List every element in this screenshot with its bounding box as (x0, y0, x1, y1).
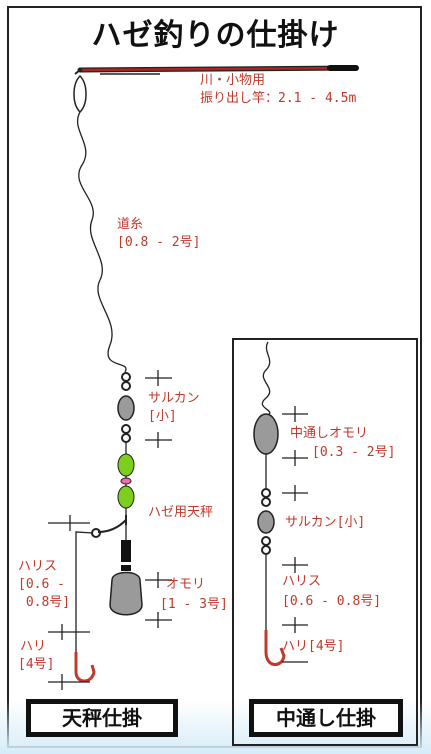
fishing-rod (74, 65, 359, 75)
right-sinker-label: 中通しオモリ (290, 426, 369, 441)
right-main-line (261, 341, 271, 416)
rod-label-length: 振り出し竿：2.1 - 4.5m (200, 91, 357, 106)
main-line-size: [0.8 - 2号] (117, 235, 201, 250)
left-rig-caption: 天秤仕掛 (26, 699, 178, 737)
left-leader (75, 531, 94, 652)
line-loop (73, 74, 87, 114)
right-leader-size: [0.6 - 0.8号] (282, 594, 382, 609)
main-line-label: 道糸 (117, 217, 144, 232)
right-sinker-size: [0.3 - 2号] (312, 445, 396, 460)
right-leader-label: ハリス (282, 574, 322, 589)
right-hook-label: ハリ[4号] (282, 639, 345, 654)
left-swivel-label: サルカン (148, 391, 200, 406)
inset-box (232, 338, 418, 746)
left-swivel (117, 372, 135, 443)
right-swivel-label: サルカン[小] (285, 515, 366, 530)
right-dimension-marks (282, 406, 308, 663)
rod-label-type: 川・小物用 (200, 73, 266, 88)
left-leader-size-1: [0.6 - (18, 577, 65, 592)
left-swivel-size: [小] (148, 409, 177, 424)
right-hook (264, 630, 286, 666)
left-sinker (109, 540, 143, 616)
left-hook-size: [4号] (18, 657, 55, 672)
diagram-title: ハゼ釣りの仕掛け (91, 18, 340, 53)
right-rig-caption: 中通し仕掛 (249, 699, 403, 737)
tenbin-arm (97, 515, 127, 533)
left-hook (74, 652, 96, 683)
left-sinker-label: オモリ (166, 577, 206, 592)
left-floats (117, 453, 135, 509)
left-leader-label: ハリス (18, 559, 58, 574)
left-hook-label: ハリ (20, 639, 47, 654)
left-leader-size-2: 0.8号] (18, 595, 71, 610)
tenbin-label: ハゼ用天秤 (148, 505, 214, 520)
left-sinker-size: [1 - 3号] (160, 597, 228, 612)
left-dimension-marks (48, 370, 172, 690)
main-line (77, 111, 127, 373)
